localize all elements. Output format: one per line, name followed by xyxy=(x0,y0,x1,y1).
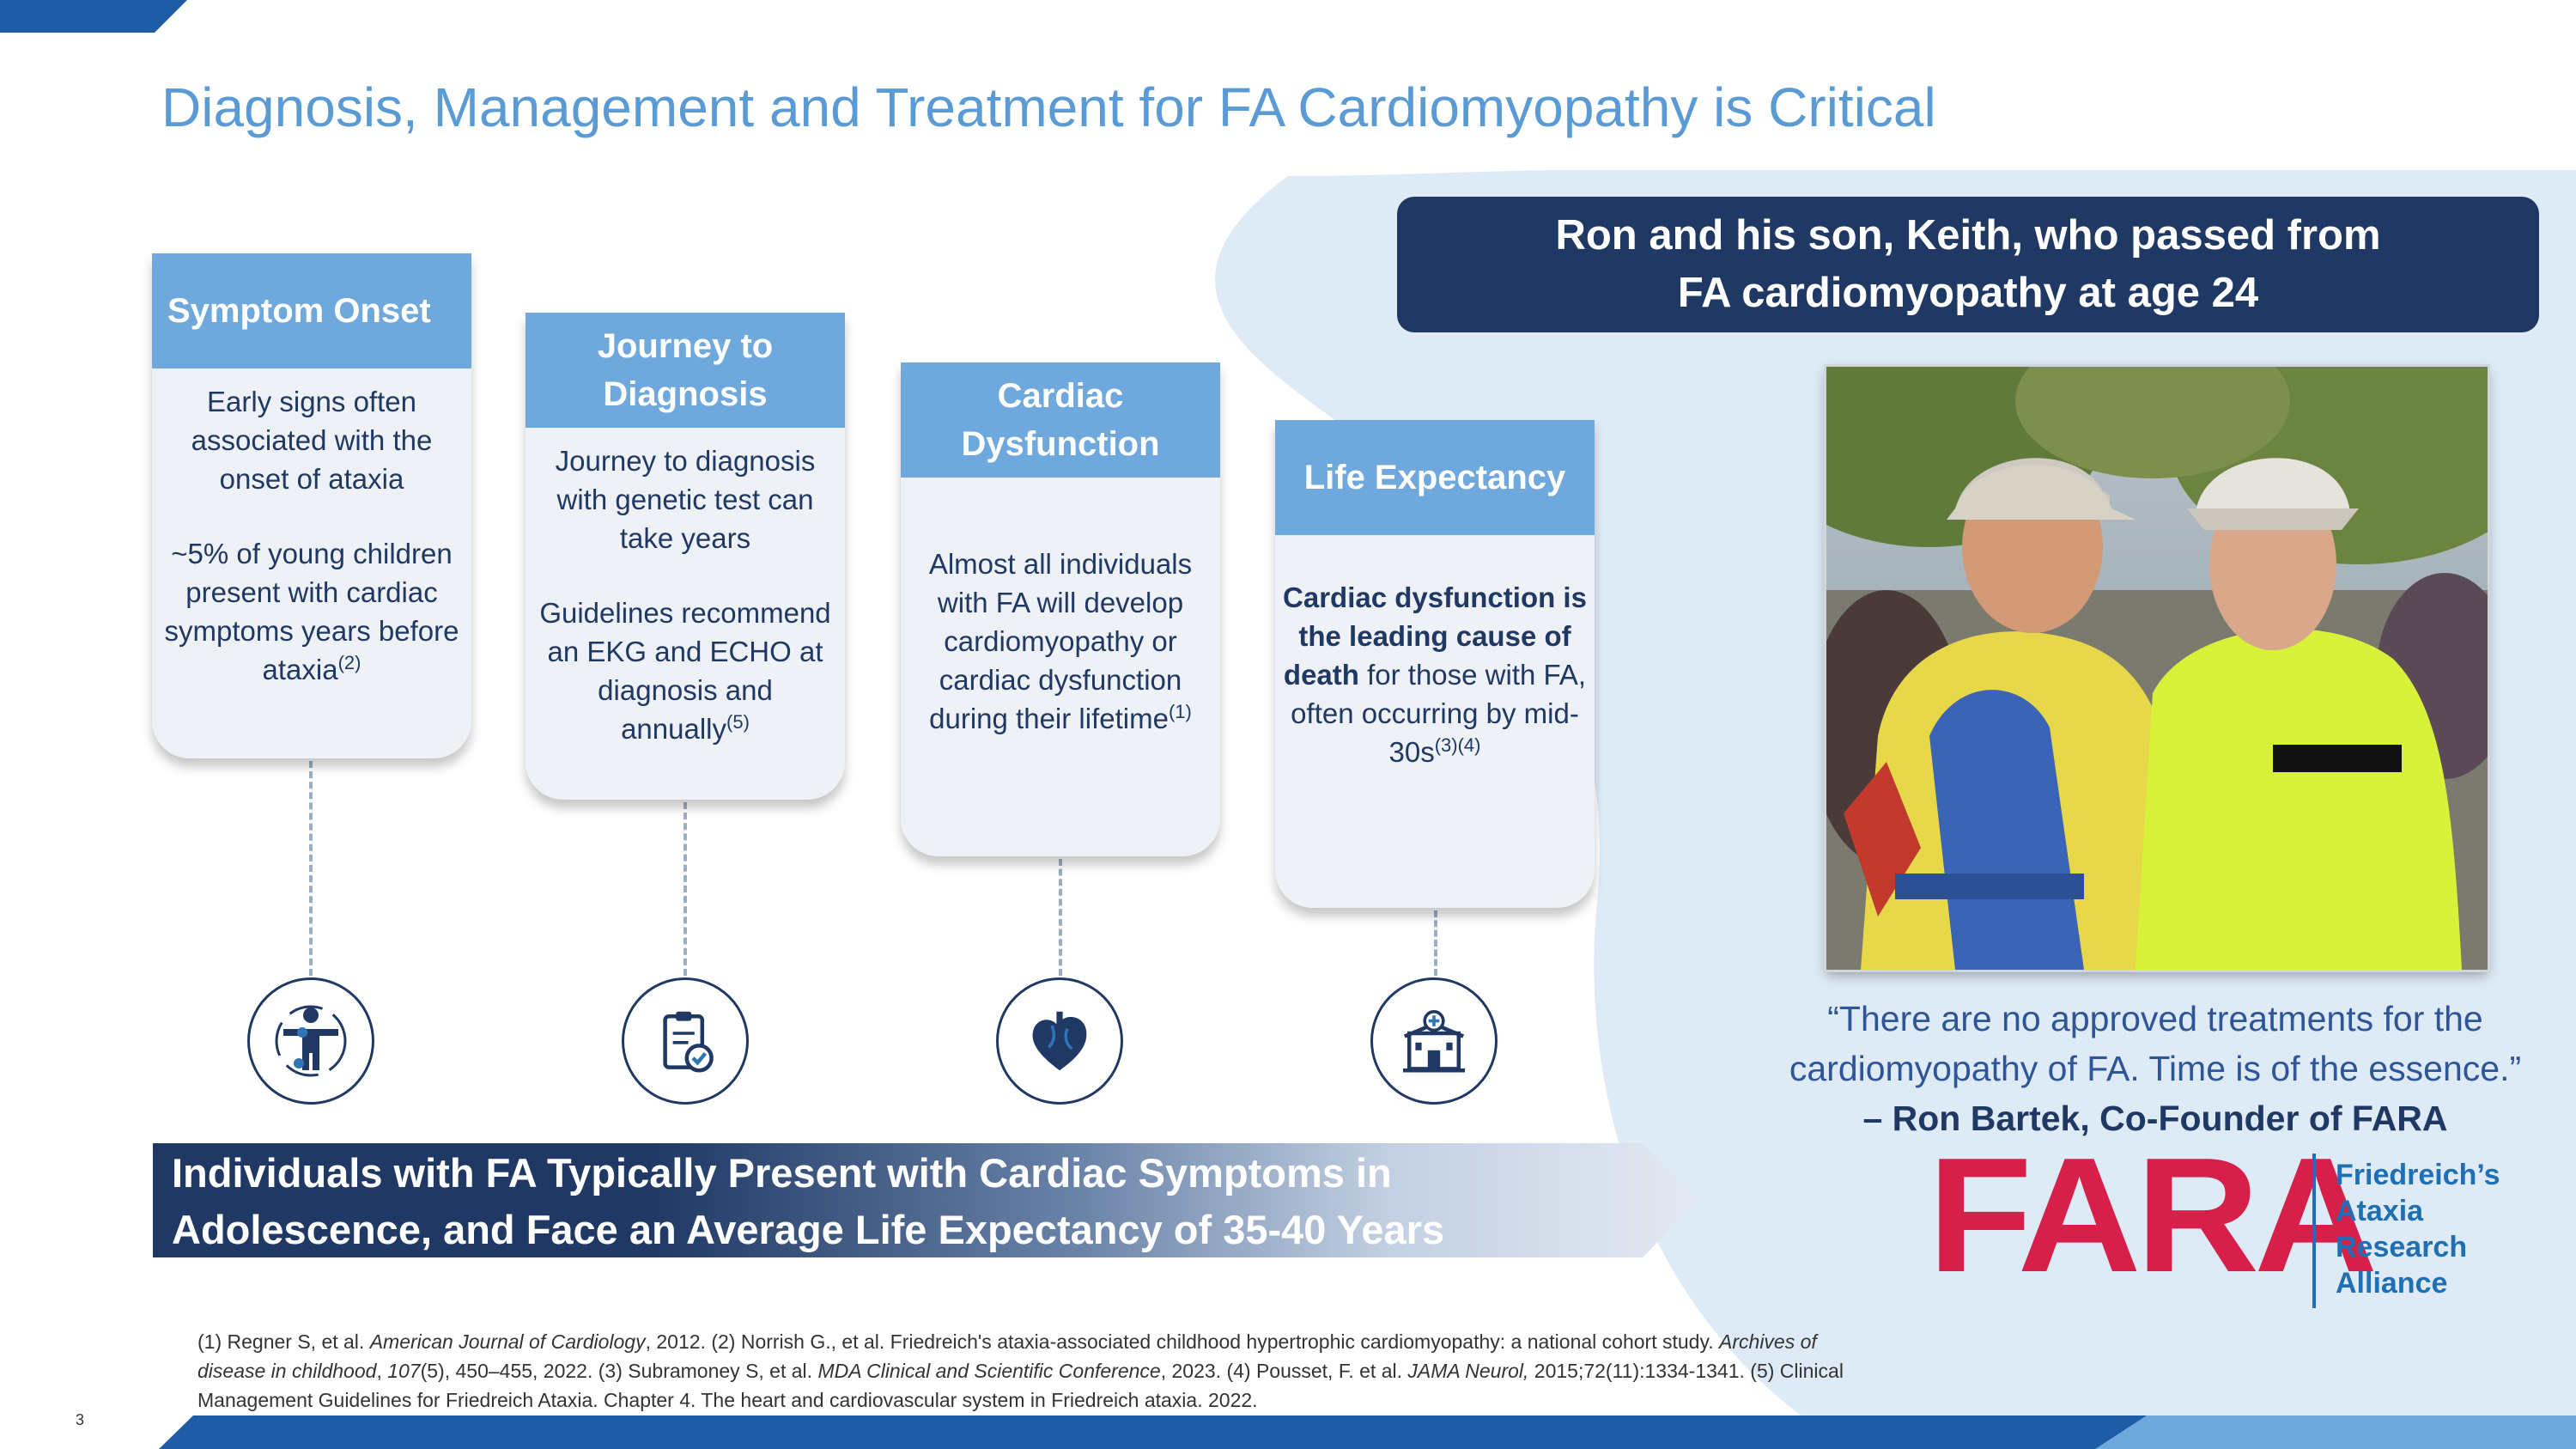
clipboard-check-icon xyxy=(663,1011,714,1073)
photo-illustration xyxy=(1826,367,2488,970)
reference: (1) Regner S, et al. American Journal of… xyxy=(197,1330,712,1353)
card-heading: Cardiac Dysfunction xyxy=(901,362,1220,478)
icon-circle xyxy=(622,977,749,1105)
card-paragraph: Guidelines recommend an EKG and ECHO at … xyxy=(539,597,831,745)
banner-line: Individuals with FA Typically Present wi… xyxy=(172,1150,1392,1196)
reference: (4) Pousset, F. et al. JAMA Neurol, 2015… xyxy=(1226,1360,1751,1382)
card-paragraph: ~5% of young children present with cardi… xyxy=(164,538,459,685)
logo-divider xyxy=(2312,1154,2316,1308)
dashed-connector xyxy=(1059,859,1062,976)
bottom-bar xyxy=(159,1416,2576,1449)
story-heading-line: FA cardiomyopathy at age 24 xyxy=(1677,270,2259,316)
story-heading-line: Ron and his son, Keith, who passed from xyxy=(1555,212,2381,259)
card-body: Journey to diagnosis with genetic test c… xyxy=(526,428,845,748)
fara-wordmark: FARA xyxy=(1928,1124,2378,1306)
story-heading: Ron and his son, Keith, who passed from … xyxy=(1397,197,2539,332)
summary-banner xyxy=(153,1143,1698,1257)
card-heading: Life Expectancy xyxy=(1275,420,1595,535)
reference: (2) Norrish G., et al. Friedreich's atax… xyxy=(197,1330,1817,1382)
bold-lead: Cardiac dysfunction is the leading cause… xyxy=(1283,581,1587,691)
bottom-bar-accent xyxy=(2095,1416,2576,1449)
logo-subtitle: Friedreich’s Ataxia Research Alliance xyxy=(2336,1159,2500,1300)
summary-banner-text: Individuals with FA Typically Present wi… xyxy=(172,1145,1631,1258)
quote-author: – Ron Bartek, Co-Founder of FARA xyxy=(1862,1099,2448,1138)
reference-marker: (5) xyxy=(726,711,750,733)
hospital-icon xyxy=(1403,1010,1465,1073)
quote-line: “There are no approved treatments for th… xyxy=(1827,999,2483,1038)
reference-marker: (2) xyxy=(337,652,361,673)
card-paragraph: Early signs often associated with the on… xyxy=(191,386,433,495)
founder-quote: “There are no approved treatments for th… xyxy=(1743,994,2567,1143)
icon-circle xyxy=(1370,977,1498,1105)
dashed-connector xyxy=(683,802,687,976)
reference: (5) Clinical Management Guidelines for F… xyxy=(197,1360,1844,1411)
card-paragraph: Cardiac dysfunction is the leading cause… xyxy=(1283,581,1587,768)
reference: (3) Subramoney S, et al. MDA Clinical an… xyxy=(598,1360,1227,1382)
reference: 107(5), 450–455, 2022. xyxy=(387,1360,598,1382)
card-journey-to-diagnosis: Journey to Diagnosis Journey to diagnosi… xyxy=(526,313,845,800)
card-paragraph: Almost all individuals with FA will deve… xyxy=(928,548,1193,734)
quote-line: cardiomyopathy of FA. Time is of the ess… xyxy=(1789,1049,2522,1088)
person-icon xyxy=(275,1005,347,1077)
card-heading: Journey to Diagnosis xyxy=(526,313,845,428)
reference-marker: (3)(4) xyxy=(1434,734,1481,756)
reference-marker: (1) xyxy=(1168,701,1192,722)
dashed-connector xyxy=(309,761,313,976)
top-left-accent xyxy=(0,0,187,33)
card-cardiac-dysfunction: Cardiac Dysfunction Almost all individua… xyxy=(901,362,1220,856)
card-life-expectancy: Life Expectancy Cardiac dysfunction is t… xyxy=(1275,420,1595,908)
ron-and-keith-photo xyxy=(1826,367,2488,970)
slide-title: Diagnosis, Management and Treatment for … xyxy=(161,76,1936,138)
card-heading: Symptom Onset xyxy=(152,253,471,368)
card-paragraph: Journey to diagnosis with genetic test c… xyxy=(555,445,816,554)
icon-circle xyxy=(996,977,1123,1105)
banner-line: Adolescence, and Face an Average Life Ex… xyxy=(172,1207,1445,1252)
card-body: Almost all individuals with FA will deve… xyxy=(901,478,1220,738)
dashed-connector xyxy=(1434,910,1437,976)
page-number: 3 xyxy=(76,1411,85,1428)
card-body: Cardiac dysfunction is the leading cause… xyxy=(1275,535,1595,771)
references: (1) Regner S, et al. American Journal of… xyxy=(197,1327,1855,1415)
icon-circle xyxy=(247,977,374,1105)
heart-icon xyxy=(1032,1011,1087,1071)
card-body: Early signs often associated with the on… xyxy=(152,368,471,689)
card-symptom-onset: Symptom Onset Early signs often associat… xyxy=(152,253,471,758)
